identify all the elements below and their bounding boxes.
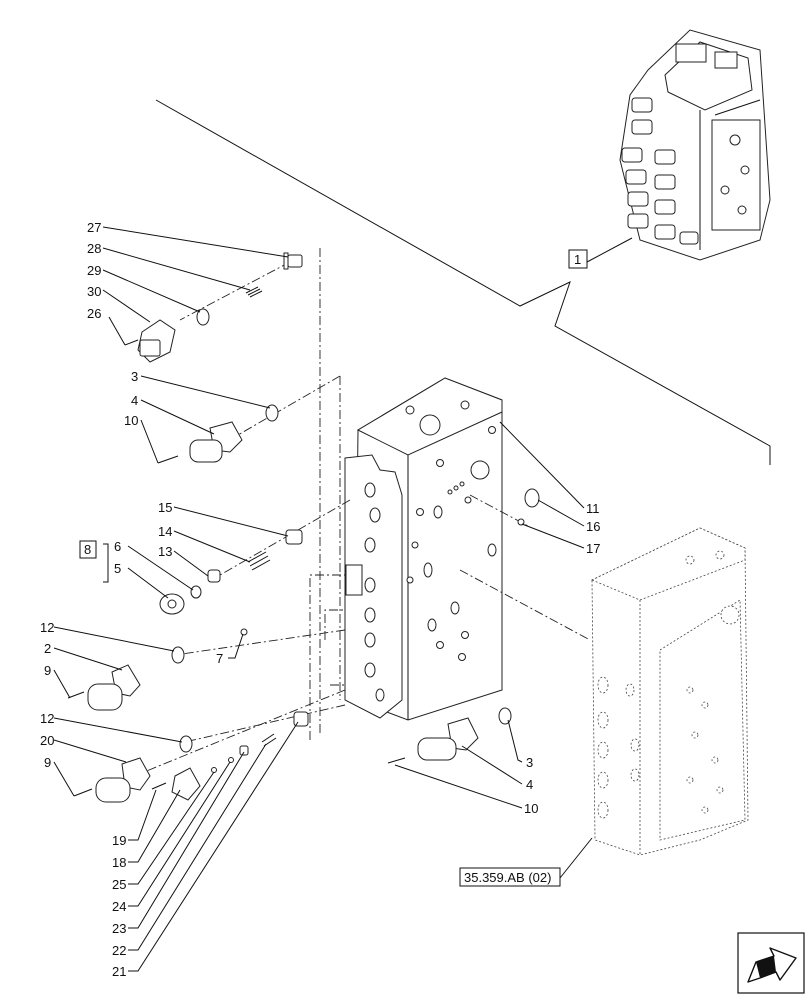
part-14-spring [247, 551, 271, 571]
label-10-upper: 10 [124, 413, 138, 428]
part-15-plug [285, 529, 303, 545]
label-26: 26 [87, 306, 101, 321]
callout-labels: 27 28 29 30 26 3 4 10 15 14 13 8 6 5 12 … [40, 220, 600, 979]
label-25: 25 [112, 877, 126, 892]
part-4-cover-upper [189, 421, 243, 463]
label-3-lower: 3 [526, 755, 533, 770]
part-5-plug [159, 593, 185, 615]
part-18-plate [171, 767, 201, 801]
part-10-screw-upper [157, 455, 179, 464]
part-10-screw-lower [387, 757, 406, 764]
item-1-box [568, 249, 588, 269]
label-4-upper: 4 [131, 393, 138, 408]
part-24-ring [228, 757, 234, 763]
part-6-seal [190, 585, 202, 599]
label-27: 27 [87, 220, 101, 235]
label-13: 13 [158, 544, 172, 559]
label-22: 22 [112, 943, 126, 958]
part-28-spring [245, 286, 263, 298]
label-15: 15 [158, 500, 172, 515]
label-11: 11 [586, 501, 600, 516]
label-21: 21 [112, 964, 126, 979]
part-21-plug [293, 711, 309, 727]
label-28: 28 [87, 241, 101, 256]
part-12-o-ring-upper [171, 646, 185, 664]
part-9-screw-upper [67, 691, 85, 699]
part-23-spacer [239, 745, 249, 756]
label-20: 20 [40, 733, 54, 748]
label-8: 8 [84, 542, 91, 557]
label-14: 14 [158, 524, 172, 539]
part-3-o-ring-upper [265, 404, 279, 422]
item-1-label: 1 [574, 252, 581, 267]
part-25-ring [211, 767, 217, 773]
part-30-solenoid [137, 319, 176, 363]
part-13-spacer [207, 569, 221, 583]
part-2-cover [87, 664, 141, 711]
label-30: 30 [87, 284, 101, 299]
leader-lines [53, 226, 585, 972]
label-9-upper: 9 [44, 663, 51, 678]
reference-label: 35.359.AB (02) [464, 870, 551, 885]
label-19: 19 [112, 833, 126, 848]
section-boundary-line [155, 99, 771, 465]
part-9-screw-lower [73, 788, 93, 797]
valve-section-block [344, 377, 503, 721]
label-24: 24 [112, 899, 126, 914]
label-10-lower: 10 [524, 801, 538, 816]
label-16: 16 [586, 519, 600, 534]
part-4-cover-lower [417, 717, 479, 761]
label-5: 5 [114, 561, 121, 576]
label-9-lower: 9 [44, 755, 51, 770]
part-3-o-ring-lower [498, 707, 512, 725]
label-12-lower: 12 [40, 711, 54, 726]
alignment-lines [99, 248, 591, 791]
part-20-cover [95, 757, 151, 803]
part-7-ball [240, 628, 248, 636]
valve-assembly-overview [619, 29, 771, 261]
label-6: 6 [114, 539, 121, 554]
part-19-screw [151, 782, 167, 790]
label-23: 23 [112, 921, 126, 936]
part-26-screw [124, 339, 139, 346]
next-page-arrow-icon[interactable] [737, 932, 805, 994]
overview-spool-caps [621, 97, 699, 245]
part-16-o-ring [524, 488, 540, 508]
label-12-upper: 12 [40, 620, 54, 635]
label-4-lower: 4 [526, 777, 533, 792]
label-29: 29 [87, 263, 101, 278]
reference-section-block [591, 527, 749, 856]
part-27-plug [283, 252, 303, 270]
kit-8-box [79, 540, 97, 559]
part-17-ball [517, 518, 525, 526]
part-29-o-ring [196, 308, 210, 326]
part-22-spring [261, 733, 277, 747]
label-17: 17 [586, 541, 600, 556]
reference-box [459, 867, 561, 887]
label-7: 7 [216, 651, 223, 666]
label-2: 2 [44, 641, 51, 656]
label-3-upper: 3 [131, 369, 138, 384]
part-12-o-ring-lower [179, 735, 193, 753]
label-18: 18 [112, 855, 126, 870]
